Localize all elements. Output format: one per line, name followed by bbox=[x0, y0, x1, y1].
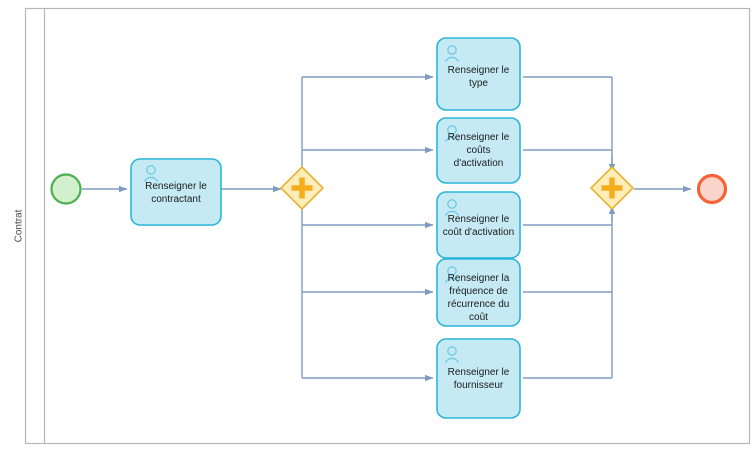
task-label-line-2: type bbox=[469, 78, 488, 89]
start-event[interactable] bbox=[50, 173, 82, 205]
task-renseigner-le-contractant[interactable]: Renseigner le contractant bbox=[130, 158, 222, 226]
task-label-line-1: Renseigner le bbox=[448, 367, 510, 378]
task-label-line-1: Renseigner le bbox=[448, 132, 510, 143]
task-label-line-2: fréquence de bbox=[449, 286, 508, 297]
task-label-line-1: Renseigner le bbox=[448, 214, 510, 225]
task-box[interactable] bbox=[436, 37, 521, 111]
task-box[interactable] bbox=[436, 258, 521, 327]
task-renseigner-le-couts-d-activation[interactable]: Renseigner le coûts d'activation bbox=[436, 117, 521, 184]
user-task-icon bbox=[143, 165, 159, 182]
task-label-line-2: coût d'activation bbox=[443, 227, 514, 238]
task-label-line-2: fournisseur bbox=[454, 380, 504, 391]
task-label-line-2: coûts bbox=[467, 145, 491, 156]
task-label-line-1: Renseigner le bbox=[145, 181, 207, 192]
task-renseigner-le-cout-d-activation[interactable]: Renseigner le coût d'activation bbox=[436, 191, 521, 259]
gateway-parallel-join[interactable] bbox=[589, 165, 635, 211]
task-label-line-1: Renseigner le bbox=[448, 65, 510, 76]
task-renseigner-le-fournisseur[interactable]: Renseigner le fournisseur bbox=[436, 338, 521, 419]
task-renseigner-la-frequence-de-recurrence-du-cout[interactable]: Renseigner la fréquence de récurrence du… bbox=[436, 258, 521, 327]
task-box[interactable] bbox=[436, 191, 521, 259]
pool-contrat bbox=[24, 7, 751, 445]
task-box[interactable] bbox=[436, 338, 521, 419]
task-renseigner-le-type[interactable]: Renseigner le type bbox=[436, 37, 521, 111]
task-box[interactable] bbox=[436, 117, 521, 184]
lane-label-contrat: Contrat bbox=[14, 209, 25, 242]
user-task-icon bbox=[444, 266, 460, 283]
user-task-icon bbox=[444, 45, 460, 62]
task-label-line-4: coût bbox=[469, 312, 488, 323]
task-label-line-3: récurrence du bbox=[448, 299, 510, 310]
user-task-icon bbox=[444, 346, 460, 363]
task-label-line-1: Renseigner la bbox=[448, 273, 510, 284]
end-event[interactable] bbox=[696, 173, 728, 205]
user-task-icon bbox=[444, 125, 460, 142]
gateway-parallel-split[interactable] bbox=[279, 165, 325, 211]
task-label-line-2: contractant bbox=[151, 194, 201, 205]
task-label-line-3: d'activation bbox=[454, 158, 504, 169]
task-box[interactable] bbox=[130, 158, 222, 226]
user-task-icon bbox=[444, 199, 460, 216]
